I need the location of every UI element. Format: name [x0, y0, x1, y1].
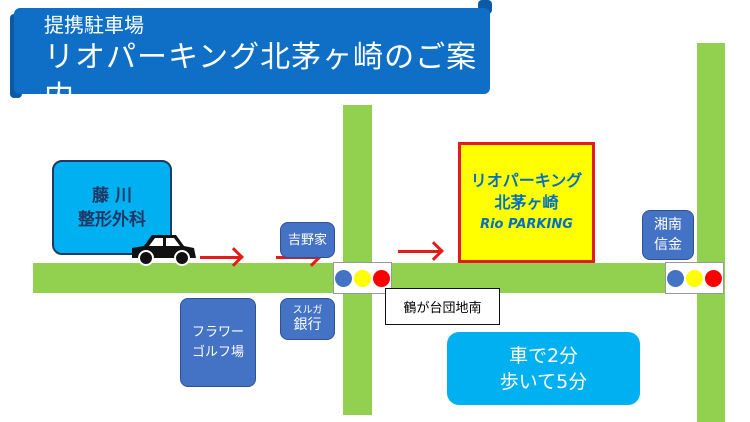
suruga-bank-landmark: スルガ 銀行: [280, 298, 335, 340]
signal-blue-icon: [335, 269, 352, 287]
flower-golf-landmark: フラワー ゴルフ場: [180, 298, 256, 387]
hospital-name-1: 藤 川: [92, 185, 132, 206]
parking-name-en: Rio PARKING: [480, 216, 573, 232]
parking-name-2: 北茅ヶ崎: [494, 192, 559, 212]
signal-yellow-icon: [354, 269, 371, 287]
title-banner: 提携駐車場 リオパーキング北茅ヶ崎のご案内: [14, 8, 490, 115]
traffic-light-right: [665, 262, 724, 294]
cross-road-right: [697, 43, 725, 422]
travel-time-box: 車で2分 歩いて5分: [447, 332, 640, 405]
flower-label-1: フラワー: [191, 324, 244, 340]
car-icon: [132, 235, 196, 266]
signal-yellow-icon: [686, 269, 703, 287]
hospital-landmark: 藤 川 整形外科: [52, 160, 172, 255]
flower-label-2: ゴルフ場: [191, 344, 244, 360]
signal-red-icon: [373, 269, 390, 287]
shonan-shinkin-landmark: 湘南 信金: [642, 210, 694, 260]
suruga-label-2: 銀行: [293, 316, 322, 333]
suruga-label-1: スルガ: [292, 304, 323, 316]
yoshinoya-landmark: 吉野家: [280, 222, 335, 258]
yoshinoya-label: 吉野家: [287, 232, 327, 248]
direction-arrow: [200, 256, 240, 259]
hospital-name-2: 整形外科: [78, 209, 146, 230]
signal-blue-icon: [667, 269, 684, 287]
banner-title: リオパーキング北茅ヶ崎のご案内: [44, 40, 478, 115]
parking-name-1: リオパーキング: [470, 170, 583, 190]
intersection-label: 鶴が台団地南: [385, 288, 500, 325]
shonan-label-1: 湘南: [654, 217, 682, 233]
rio-parking-destination: リオパーキング 北茅ヶ崎 Rio PARKING: [458, 142, 595, 263]
banner-subtitle: 提携駐車場: [44, 13, 144, 37]
direction-arrow: [398, 250, 440, 253]
signal-red-icon: [705, 269, 722, 287]
shonan-label-2: 信金: [654, 237, 682, 253]
cross-road-left: [343, 105, 372, 415]
walk-time: 歩いて5分: [499, 370, 588, 393]
traffic-light-left: [333, 262, 392, 294]
car-time: 車で2分: [508, 344, 579, 367]
